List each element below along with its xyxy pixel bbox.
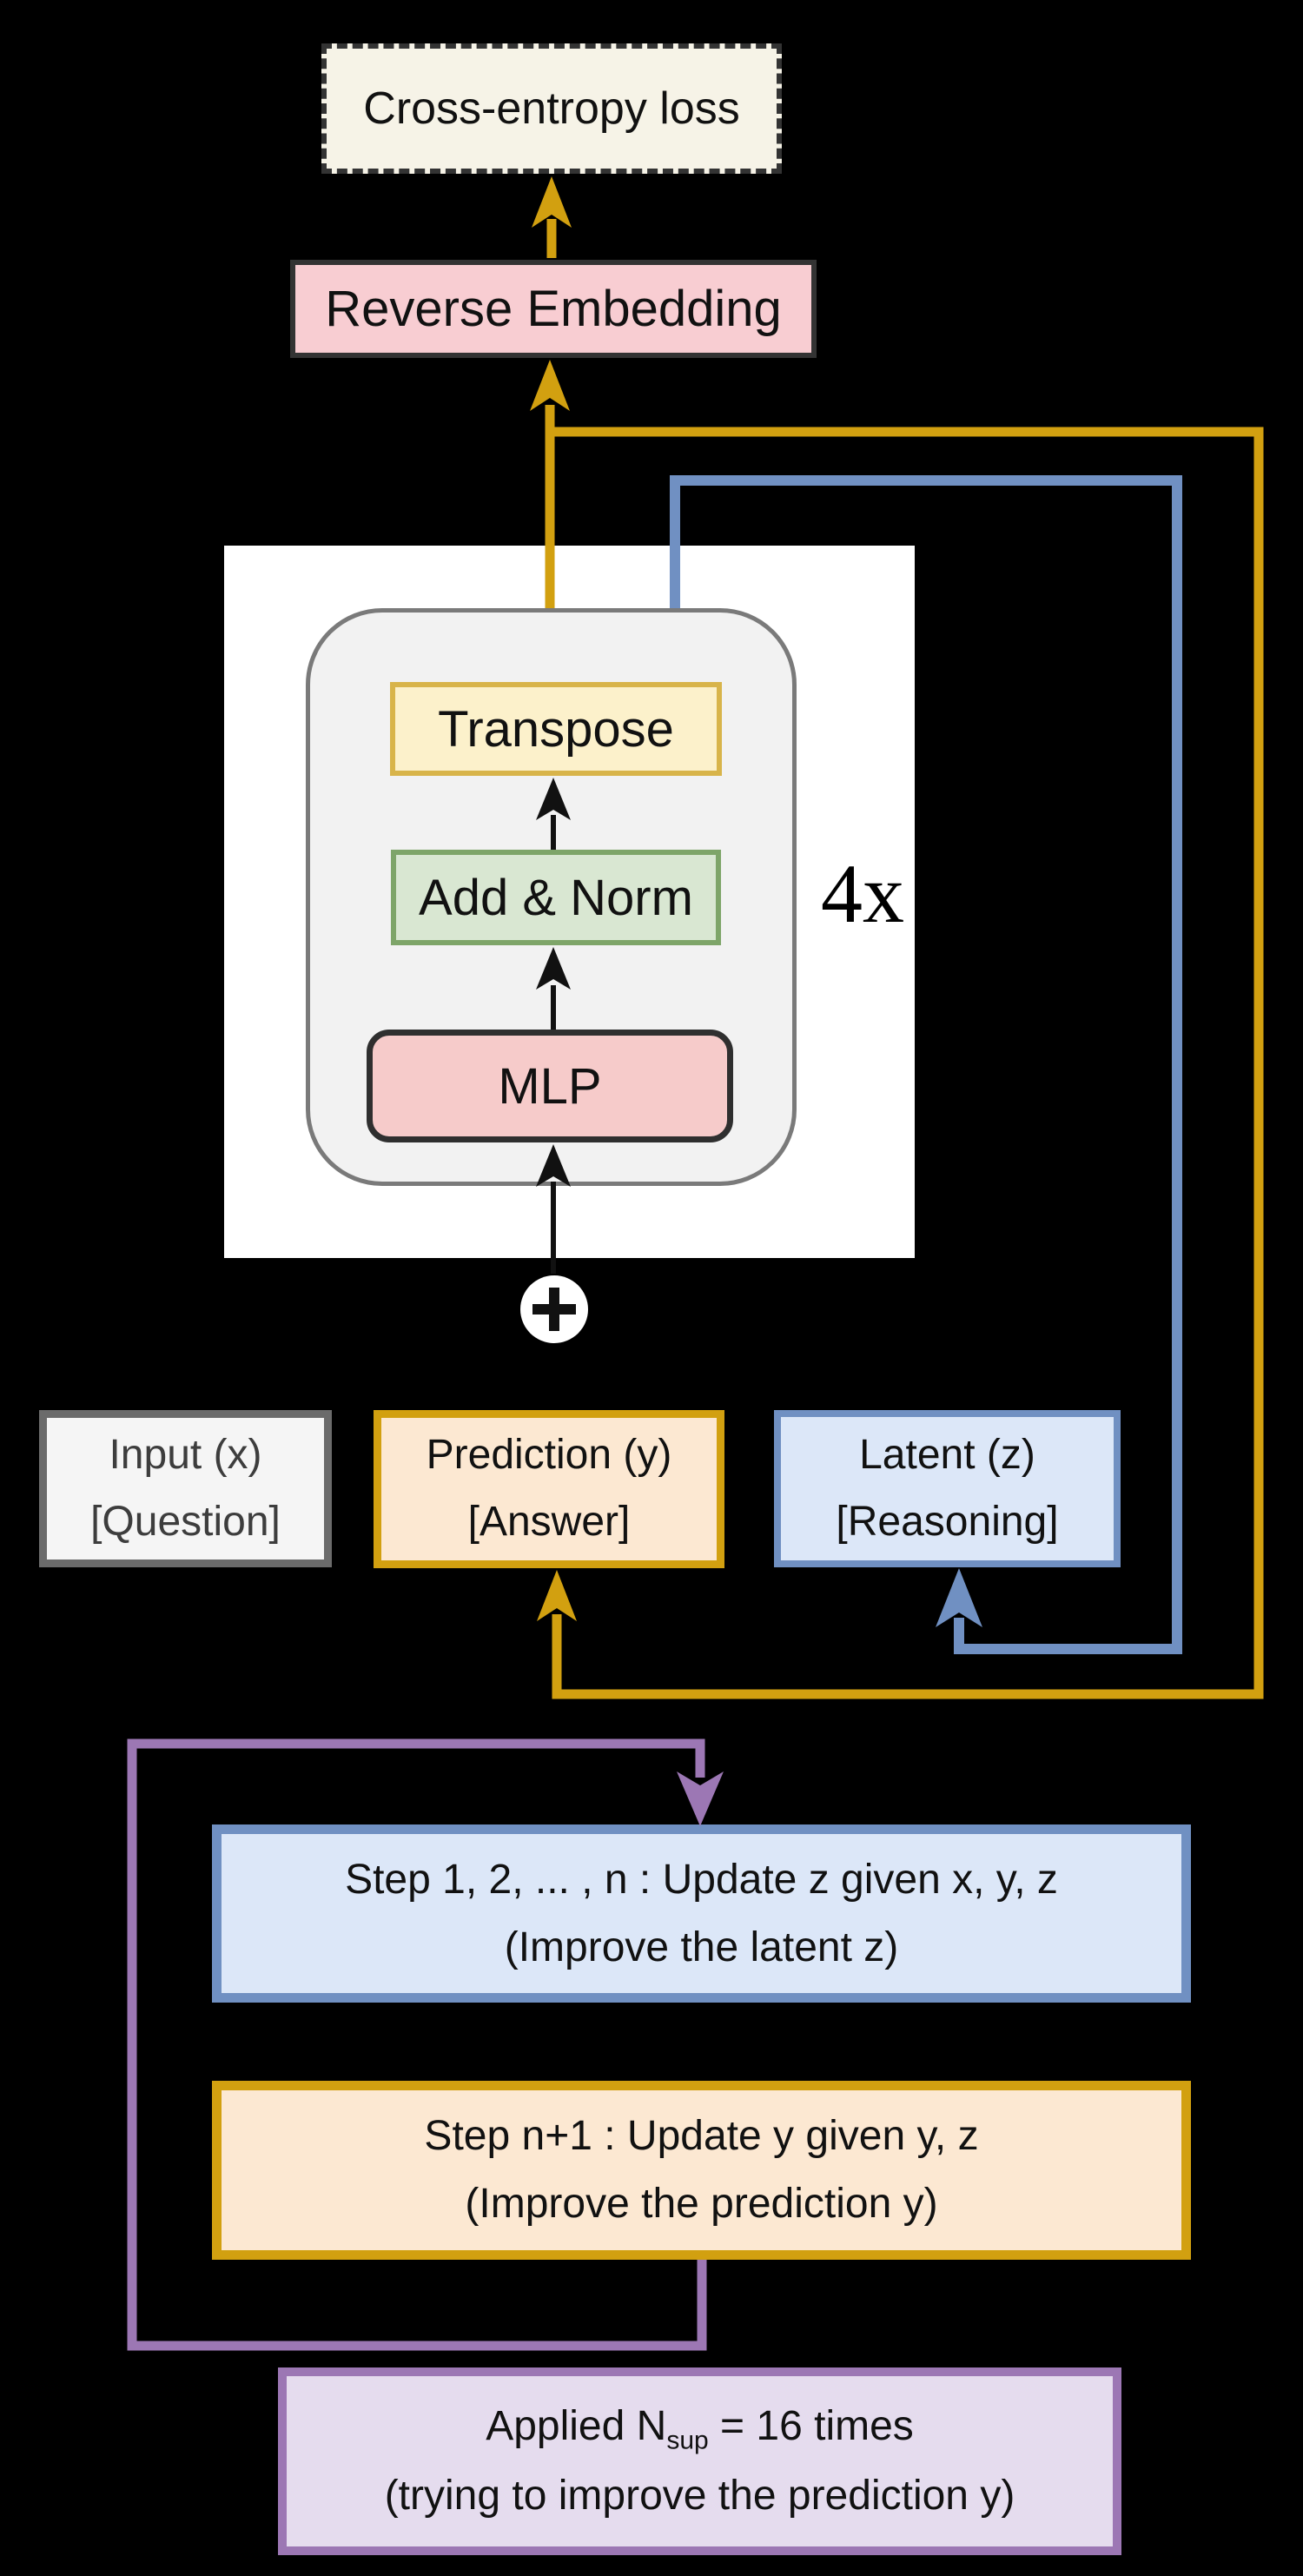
input-state-box: Input (x) [Question]	[39, 1410, 332, 1567]
mlp-label: MLP	[498, 1057, 602, 1115]
update-y-line2: (Improve the prediction y)	[465, 2181, 938, 2227]
latent-line2: [Reasoning]	[836, 1498, 1059, 1545]
transpose-label: Transpose	[438, 700, 674, 758]
cross-entropy-loss-label: Cross-entropy loss	[363, 83, 740, 134]
applied-line1: Applied Nsup = 16 times	[486, 2403, 914, 2455]
add-norm-block: Add & Norm	[391, 850, 721, 945]
update-y-line1: Step n+1 : Update y given y, z	[424, 2113, 979, 2160]
reverse-embedding-label: Reverse Embedding	[325, 281, 782, 337]
latent-line1: Latent (z)	[859, 1431, 1035, 1478]
update-z-line2: (Improve the latent z)	[504, 1924, 899, 1970]
prediction-state-box: Prediction (y) [Answer]	[374, 1410, 724, 1568]
reverse-embedding-box: Reverse Embedding	[290, 260, 817, 358]
update-z-line1: Step 1, 2, ... , n : Update z given x, y…	[345, 1856, 1058, 1903]
applied-times-box: Applied Nsup = 16 times (trying to impro…	[278, 2367, 1121, 2555]
applied-line2: (trying to improve the prediction y)	[384, 2473, 1015, 2520]
update-y-step-box: Step n+1 : Update y given y, z (Improve …	[212, 2081, 1191, 2260]
input-line1: Input (x)	[109, 1431, 262, 1478]
prediction-line1: Prediction (y)	[426, 1432, 672, 1479]
cross-entropy-loss-box: Cross-entropy loss	[321, 43, 782, 174]
transpose-block: Transpose	[390, 682, 722, 776]
add-norm-label: Add & Norm	[419, 869, 693, 926]
add-icon	[520, 1275, 588, 1343]
gold-loss-arrow	[532, 176, 572, 258]
prediction-line2: [Answer]	[467, 1499, 631, 1545]
update-z-step-box: Step 1, 2, ... , n : Update z given x, y…	[212, 1824, 1191, 2003]
repeat-count-label: 4x	[821, 846, 904, 940]
mlp-block: MLP	[367, 1030, 733, 1142]
input-line2: [Question]	[90, 1498, 281, 1545]
latent-state-box: Latent (z) [Reasoning]	[774, 1410, 1121, 1567]
